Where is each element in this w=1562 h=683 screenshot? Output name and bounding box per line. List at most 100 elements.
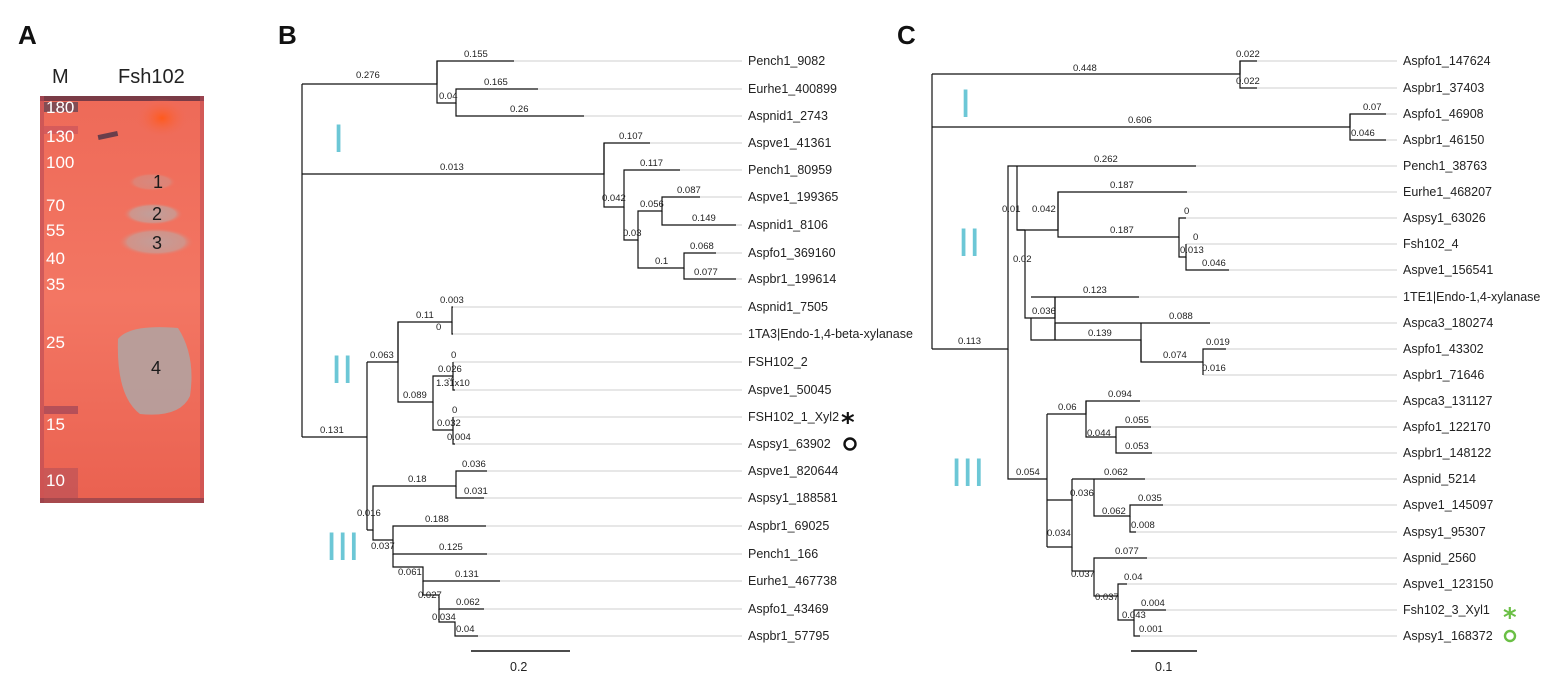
circle-marker bbox=[1503, 629, 1517, 643]
leaf-label: Aspnid_5214 bbox=[1403, 472, 1476, 486]
branch-length: 0.016 bbox=[357, 508, 381, 519]
clade-label: III bbox=[326, 525, 359, 569]
clade-labels-b: I II III bbox=[326, 117, 359, 569]
leaf-label: Aspve1_199365 bbox=[748, 190, 838, 204]
scale-label-b: 0.2 bbox=[510, 660, 527, 674]
svg-text:-4: -4 bbox=[448, 376, 454, 383]
leaf-label: Aspca3_131127 bbox=[1403, 394, 1492, 408]
branch-length: 0.004 bbox=[1141, 598, 1165, 609]
branch-length: 0.606 bbox=[1128, 115, 1152, 126]
leaf-label: Aspsy1_95307 bbox=[1403, 525, 1486, 539]
branch-length: 0.013 bbox=[1180, 245, 1204, 256]
branch-length: 0.062 bbox=[1102, 506, 1126, 517]
leaf-label: Pench1_9082 bbox=[748, 54, 825, 68]
branch-length: 0.04 bbox=[1124, 572, 1143, 583]
branch-length: 0.035 bbox=[1138, 493, 1162, 504]
leaf-label: FSH102_1_Xyl2 bbox=[748, 410, 839, 424]
branch-length: 0.037 bbox=[1095, 592, 1119, 603]
asterisk-marker: * bbox=[1503, 603, 1517, 633]
branch-length: 0.026 bbox=[438, 364, 462, 375]
branch-length: 0.074 bbox=[1163, 350, 1187, 361]
leaf-label: Aspsy1_63026 bbox=[1403, 211, 1486, 225]
branch-length: 0.013 bbox=[440, 162, 464, 173]
branch-length: 0 bbox=[451, 350, 456, 361]
leaf-label: Aspfo1_43469 bbox=[748, 602, 829, 616]
leaf-label: Aspve1_123150 bbox=[1403, 577, 1493, 591]
clade-label: I bbox=[960, 82, 971, 126]
activity-band-3 bbox=[118, 228, 194, 256]
branch-length: 0.01 bbox=[1002, 204, 1021, 215]
branch-length: 0.003 bbox=[440, 295, 464, 306]
branch-length: 0.03 bbox=[623, 228, 642, 239]
lane-label-marker: M bbox=[52, 66, 69, 88]
branch-length: 0.034 bbox=[432, 612, 456, 623]
leaf-label: Aspve1_50045 bbox=[748, 383, 831, 397]
branch-length: 0.019 bbox=[1206, 337, 1230, 348]
branch-length: 0.123 bbox=[1083, 285, 1107, 296]
branch-length: 0.165 bbox=[484, 77, 508, 88]
panel-b-letter: B bbox=[278, 20, 297, 50]
branch-length: 0.117 bbox=[640, 158, 663, 169]
leaf-label: Fsh102_3_Xyl1 bbox=[1403, 603, 1490, 617]
branch-length: 0.031 bbox=[464, 486, 488, 497]
leaf-label: Aspfo1_43302 bbox=[1403, 342, 1484, 356]
leaf-label: Aspnid1_2743 bbox=[748, 109, 828, 123]
leaf-guides-b bbox=[453, 60, 742, 637]
leaf-label: Aspfo1_122170 bbox=[1403, 420, 1491, 434]
branch-length: 0.155 bbox=[464, 49, 488, 60]
leaf-label: Aspfo1_147624 bbox=[1403, 54, 1491, 68]
branch-length: 0.11 bbox=[416, 310, 434, 321]
branch-length: 0.088 bbox=[1169, 311, 1193, 322]
branch-length: 0.131 bbox=[320, 425, 344, 436]
branch-length: 0.055 bbox=[1125, 415, 1149, 426]
marker-label: 180 bbox=[46, 98, 74, 117]
branch-length: 0.187 bbox=[1110, 225, 1134, 236]
leaf-label: Aspbr1_69025 bbox=[748, 519, 829, 533]
branch-length: 0.036 bbox=[462, 459, 486, 470]
branch-length: 0.04 bbox=[439, 91, 458, 102]
branch-length: 0.089 bbox=[403, 390, 427, 401]
branch-length: 0.056 bbox=[640, 199, 664, 210]
branch-length: 0.004 bbox=[447, 432, 471, 443]
leaf-label: Pench1_38763 bbox=[1403, 159, 1487, 173]
leaf-label: Fsh102_4 bbox=[1403, 237, 1459, 251]
activity-band-1 bbox=[128, 173, 176, 191]
branch-length: 0.042 bbox=[602, 193, 626, 204]
branch-length: 0 bbox=[1184, 206, 1189, 217]
branch-length: 0.188 bbox=[425, 514, 449, 525]
branch-length: 0.077 bbox=[1115, 546, 1139, 557]
branch-length: 0.036 bbox=[1070, 488, 1094, 499]
marker-label: 40 bbox=[46, 249, 65, 268]
leaf-label: Aspbr1_71646 bbox=[1403, 368, 1484, 382]
clade-label: I bbox=[333, 117, 344, 161]
branches-b bbox=[301, 60, 736, 637]
marker-label: 70 bbox=[46, 196, 65, 215]
branch-length: 0.125 bbox=[439, 542, 463, 553]
branch-length: 0.027 bbox=[418, 590, 442, 601]
branch-length: 0.448 bbox=[1073, 63, 1097, 74]
activity-band-4 bbox=[117, 327, 192, 415]
leaf-label: FSH102_2 bbox=[748, 355, 808, 369]
circle-marker bbox=[843, 437, 857, 451]
leaf-label: Aspfo1_46908 bbox=[1403, 107, 1484, 121]
branch-length: 0.04 bbox=[456, 624, 475, 635]
asterisk-marker: * bbox=[841, 408, 855, 438]
branch-length: 0.063 bbox=[370, 350, 394, 361]
branch-length: 0.149 bbox=[692, 213, 716, 224]
branch-length: 0.044 bbox=[1087, 428, 1111, 439]
leaf-label: 1TE1|Endo-1,4-xylanase bbox=[1403, 290, 1540, 304]
branch-length: 0.1 bbox=[655, 256, 668, 267]
branch-length: 0.094 bbox=[1108, 389, 1132, 400]
branch-length: 0.276 bbox=[356, 70, 380, 81]
branch-length: 0.016 bbox=[1202, 363, 1226, 374]
branch-length: 0.06 bbox=[1058, 402, 1077, 413]
leaf-label: Aspbr1_46150 bbox=[1403, 133, 1484, 147]
marker-label: 10 bbox=[46, 471, 65, 490]
branch-length: 0.26 bbox=[510, 104, 529, 115]
branch-length: 0.022 bbox=[1236, 49, 1260, 60]
gel-background bbox=[40, 96, 204, 503]
branch-length: 0.037 bbox=[1071, 569, 1095, 580]
branch-length: 0.107 bbox=[619, 131, 643, 142]
panel-c-letter: C bbox=[897, 20, 916, 50]
clade-label: III bbox=[951, 451, 984, 495]
